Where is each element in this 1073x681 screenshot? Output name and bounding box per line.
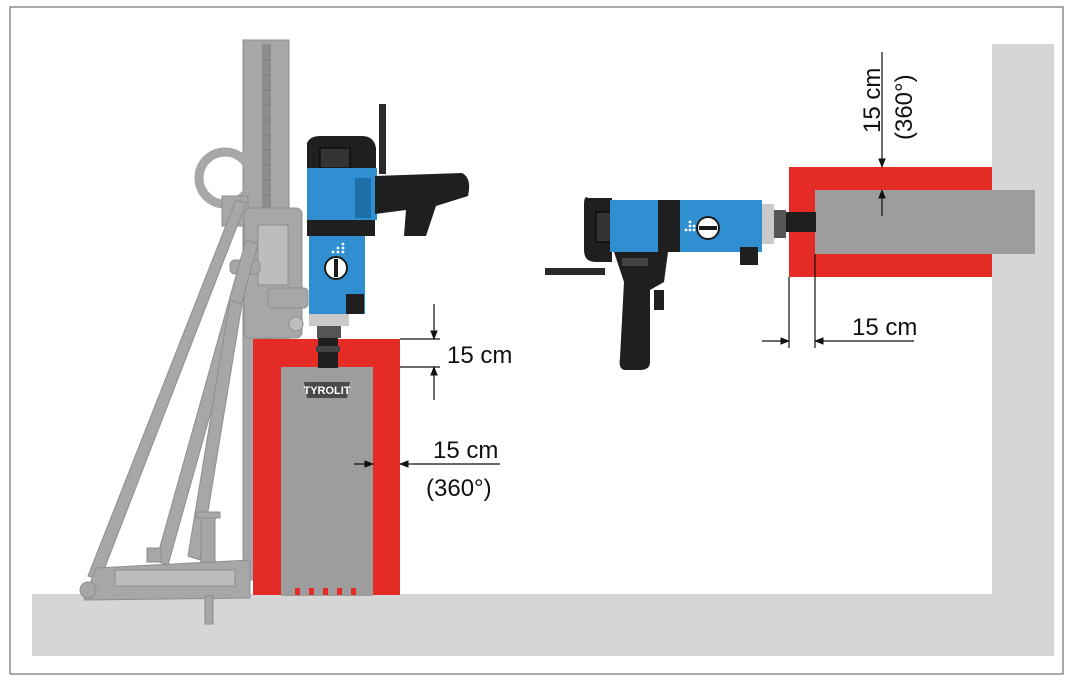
horizontal-top-label: 15 cm (859, 68, 886, 133)
vertical-core-bit (281, 367, 373, 596)
vertical-gap-label: 15 cm (447, 342, 512, 369)
tyrolit-logo-text: TYROLIT (303, 385, 350, 397)
diagram-frame (9, 6, 1064, 675)
vertical-drill-motor (307, 104, 470, 368)
drill-stand (79, 39, 309, 625)
floor (32, 594, 1054, 656)
vertical-gap-dimension (400, 304, 440, 400)
vertical-side-label: 15 cm (433, 437, 498, 464)
wall (992, 44, 1054, 656)
vertical-bit-segments (295, 588, 356, 595)
horizontal-core-bit (815, 190, 1035, 254)
horizontal-bottom-dimension (762, 254, 914, 348)
horizontal-top-rotation-label: (360°) (891, 74, 918, 140)
vertical-side-rotation-label: (360°) (426, 475, 492, 502)
tyrolit-logo (304, 382, 350, 398)
horizontal-bottom-label: 15 cm (852, 314, 917, 341)
horizontal-drill (545, 197, 816, 370)
horizontal-bit-segments (1035, 194, 1041, 248)
